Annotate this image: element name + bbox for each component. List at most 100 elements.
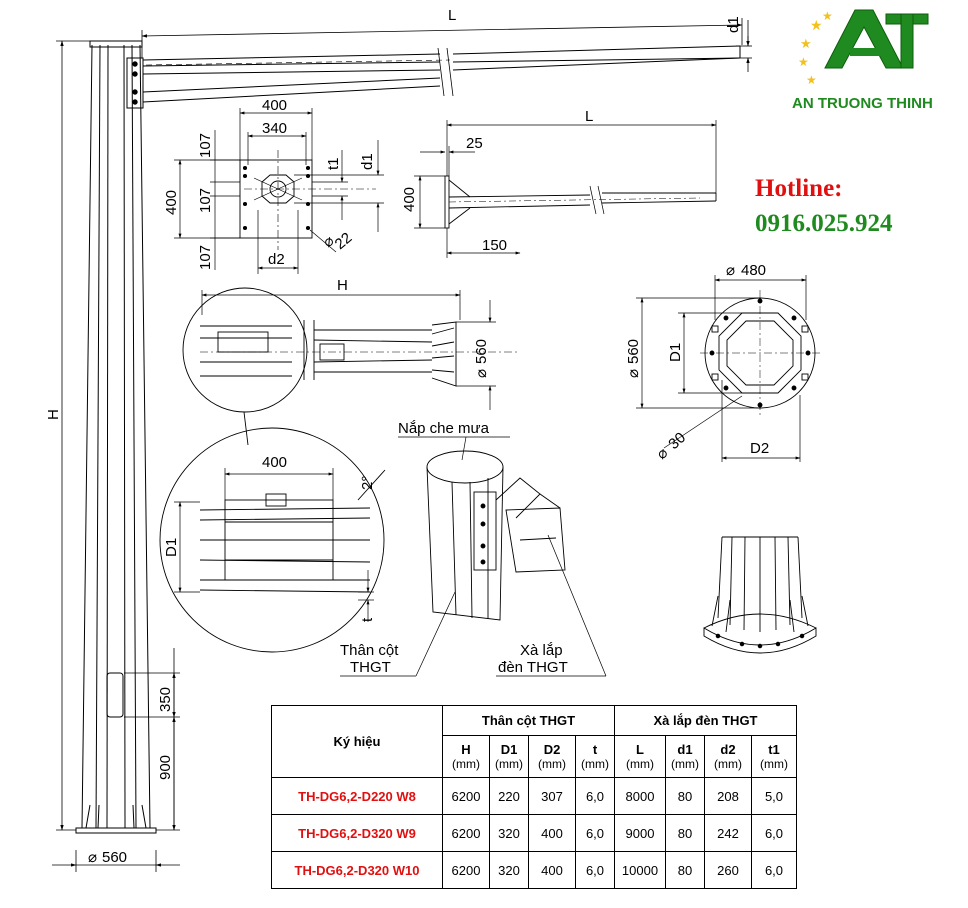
table-group-pole: Thân cột THGT [442,705,615,736]
dim-base-D1: D1 [667,343,684,362]
dim-arm-L: L [585,108,593,125]
dim-phi560-base: 560 [102,849,127,866]
table-cell: 400 [528,814,576,852]
joint-callout-lines [340,436,607,677]
base-plan-view [700,290,820,415]
label-pole-body-2: THGT [350,659,391,676]
dim-350: 350 [157,687,174,712]
dim-d1-top: d1 [725,16,742,33]
dim-plate-d2: d2 [268,251,285,268]
dim-detail-D1: D1 [163,538,180,557]
dim-detail-2deg: 2° [359,476,376,490]
table-column-header: d1(mm) [665,735,705,778]
label-rain-cap: Nắp che mưa [398,420,490,437]
joint-3d-view [426,450,566,621]
column-name: t [592,742,598,757]
mid-dimensions [201,290,496,410]
dim-mid-phi560: 560 [473,339,490,364]
dim-plate-107b: 107 [197,188,214,213]
row-code: TH-DG6,2-D320 W9 [271,814,443,852]
arm-side-view [444,175,717,229]
table-column-header: d2(mm) [704,735,752,778]
table-cell: 80 [665,777,705,815]
mid-pole-detail [182,287,520,446]
column-unit: (mm) [581,757,609,771]
star-icon: ★ [800,36,812,51]
table-cell: 6,0 [575,777,615,815]
specification-table: Ký hiệu Thân cột THGT Xà lắp đèn THGT H(… [271,705,797,889]
dim-arm-150: 150 [482,237,507,254]
dim-detail-400: 400 [262,454,287,471]
flange-dimensions [174,108,384,274]
column-unit: (mm) [714,757,742,771]
table-cell: 9000 [614,814,666,852]
dim-base-phi560: 560 [625,339,642,364]
column-unit: (mm) [626,757,654,771]
table-cell: 6200 [442,851,490,889]
table-cell: 6,0 [575,851,615,889]
company-logo: ★ ★ ★ ★ ★ AN TRUONG THINH [792,9,933,112]
base-3d-view [703,536,817,654]
label-arm-2: đèn THGT [498,659,568,676]
table-cell: 6200 [442,814,490,852]
table-cell: 260 [704,851,752,889]
star-icon: ★ [810,17,823,33]
dim-base-D2: D2 [750,440,769,457]
dim-plate-340: 340 [262,120,287,137]
table-cell: 6,0 [751,851,797,889]
main-pole [75,40,741,834]
dim-arm-400: 400 [401,187,418,212]
dim-plate-107c: 107 [197,245,214,270]
table-cell: 6,0 [575,814,615,852]
column-name: t1 [768,742,780,757]
main-pole-dimensions [52,18,752,872]
table-cell: 307 [528,777,576,815]
table-cell: 80 [665,851,705,889]
table-cell: 8000 [614,777,666,815]
table-cell: 10000 [614,851,666,889]
phi-symbol-base: ⌀ [88,849,97,866]
column-name: L [636,742,644,757]
row-code: TH-DG6,2-D220 W8 [271,777,443,815]
phi-symbol-30: ⌀ [653,444,671,463]
detail-dimensions [174,468,374,622]
column-name: D2 [543,742,561,757]
column-unit: (mm) [495,757,523,771]
dim-plate-107a: 107 [197,133,214,158]
table-column-header: t(mm) [575,735,615,778]
column-name: H [461,742,471,757]
label-arm-1: Xà lắp [520,642,563,659]
dim-plate-400-top: 400 [262,97,287,114]
table-group-arm: Xà lắp đèn THGT [614,705,797,736]
table-cell: 400 [528,851,576,889]
phi-symbol-480: ⌀ [726,262,735,279]
column-name: d1 [677,742,693,757]
table-column-header: D2(mm) [528,735,576,778]
table-column-header: D1(mm) [489,735,529,778]
dim-H-side: H [45,409,62,420]
table-symbol-header: Ký hiệu [271,705,443,778]
table-cell: 6200 [442,777,490,815]
dim-plate-t1: t1 [325,157,342,170]
star-icon: ★ [806,73,817,87]
dim-plate-400-side: 400 [163,190,180,215]
table-column-header: L(mm) [614,735,666,778]
table-cell: 6,0 [751,814,797,852]
brand-name: AN TRUONG THINH [792,95,933,112]
star-icon: ★ [798,55,809,69]
table-cell: 80 [665,814,705,852]
enlarged-detail [159,427,386,653]
hotline-number: 0916.025.924 [755,210,893,237]
column-unit: (mm) [760,757,788,771]
table-cell: 208 [704,777,752,815]
hotline-label: Hotline: [755,175,843,202]
column-unit: (mm) [671,757,699,771]
table-column-header: t1(mm) [751,735,797,778]
table-column-header: H(mm) [442,735,490,778]
label-pole-body-1: Thân cột [340,642,399,659]
table-cell: 5,0 [751,777,797,815]
